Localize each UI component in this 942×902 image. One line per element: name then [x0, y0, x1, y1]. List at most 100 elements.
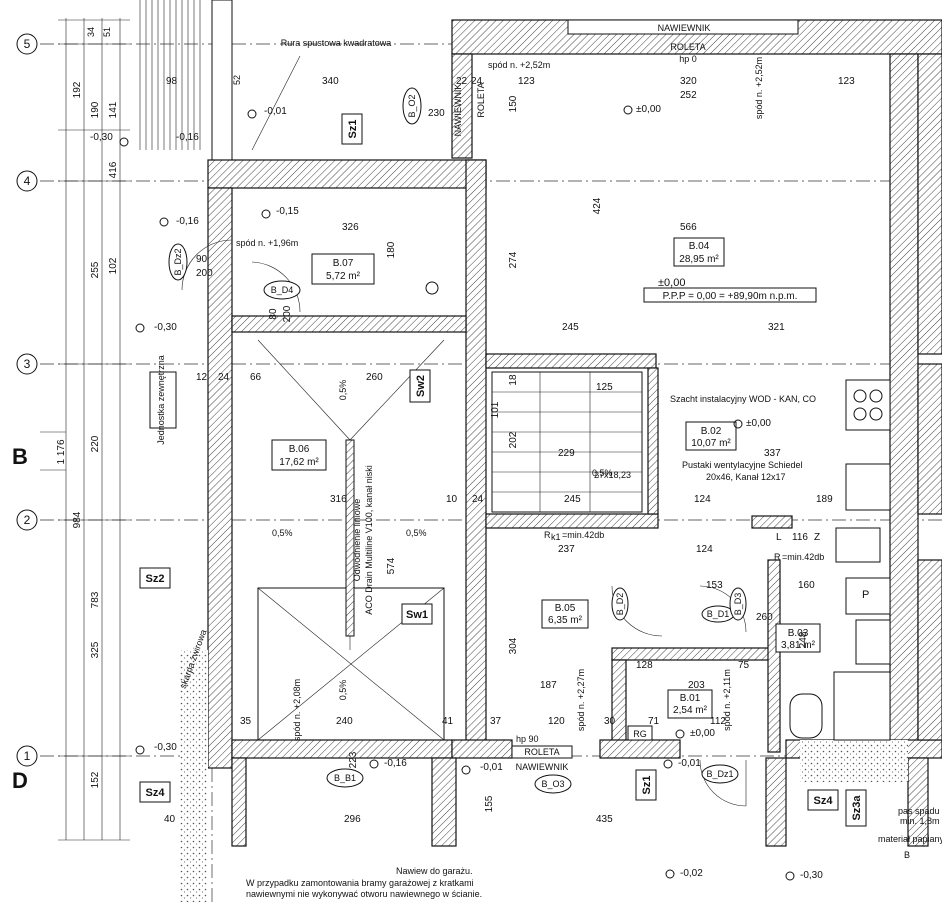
svg-text:180: 180 [386, 241, 397, 258]
svg-text:24: 24 [471, 76, 483, 87]
svg-text:10: 10 [446, 494, 458, 505]
svg-text:±0,00: ±0,00 [746, 418, 771, 429]
axis-1: 1 [24, 749, 31, 763]
svg-text:-0,01: -0,01 [678, 758, 701, 769]
svg-text:223: 223 [348, 751, 359, 768]
svg-text:326: 326 [342, 222, 359, 233]
dim-984: 984 [72, 511, 83, 528]
svg-text:-0,16: -0,16 [176, 216, 199, 227]
svg-text:160: 160 [798, 580, 815, 591]
svg-text:37: 37 [490, 716, 502, 727]
svg-text:18: 18 [508, 374, 519, 386]
left-dimensions: 1 176 984 192 255 220 783 152 190 141 41… [40, 18, 242, 841]
dim-52: 52 [232, 75, 242, 85]
axis-4: 4 [24, 174, 31, 188]
svg-text:spód n. +2,08m: spód n. +2,08m [292, 679, 302, 741]
svg-text:-0,30: -0,30 [90, 132, 113, 143]
dim-783: 783 [90, 591, 101, 608]
label-roleta-top: ROLETA [670, 42, 705, 52]
walls [207, 19, 942, 847]
dim-325: 325 [90, 641, 101, 658]
axis-bubbles: 5 4 3 2 1 B D [12, 33, 38, 793]
svg-text:153: 153 [706, 580, 723, 591]
svg-text:120: 120 [548, 716, 565, 727]
label-odwodnienie: Odwodnienie liniowe [352, 499, 362, 582]
svg-text:248: 248 [798, 631, 809, 648]
gravel-area-right [800, 740, 908, 782]
svg-text:24: 24 [218, 372, 230, 383]
top-left-hatching [139, 0, 233, 161]
svg-text:35: 35 [240, 716, 252, 727]
label-nawiewnik-top: NAWIEWNIK [658, 23, 711, 33]
svg-text:435: 435 [596, 814, 613, 825]
svg-text:±0,00: ±0,00 [636, 104, 661, 115]
label-rk-sub: k1 [551, 532, 561, 542]
svg-text:123: 123 [838, 76, 855, 87]
svg-text:6,35 m²: 6,35 m² [548, 615, 583, 626]
svg-text:230: 230 [428, 108, 445, 119]
levels: -0,01 -0,16 -0,30 -0,16 -0,15 -0,30 -0,3… [90, 104, 823, 881]
tag-sw1: Sw1 [406, 609, 428, 621]
tag-b-d4: B_D4 [271, 285, 294, 295]
section-B: B [12, 444, 28, 469]
svg-text:98: 98 [166, 76, 178, 87]
room-B01: B.01 2,54 m² [667, 689, 713, 719]
svg-text:424: 424 [592, 197, 603, 214]
svg-text:320: 320 [680, 76, 697, 87]
label-nawiewnik-bot: NAWIEWNIK [516, 762, 569, 772]
svg-text:202: 202 [508, 431, 519, 448]
room-B04: B.04 28,95 m² [673, 237, 725, 267]
svg-text:B.07: B.07 [333, 258, 354, 269]
svg-text:±0,00: ±0,00 [690, 728, 715, 739]
axis-5: 5 [24, 37, 31, 51]
label-tag-B: B [904, 850, 910, 860]
svg-text:90: 90 [196, 254, 208, 265]
svg-text:-0,16: -0,16 [176, 132, 199, 143]
dim-152: 152 [90, 771, 101, 788]
svg-text:574: 574 [386, 557, 397, 574]
svg-text:B.04: B.04 [689, 241, 710, 252]
svg-text:0,5%: 0,5% [592, 468, 613, 478]
svg-text:41: 41 [442, 716, 454, 727]
svg-text:245: 245 [564, 494, 581, 505]
label-nawiew-garaz2: W przypadku zamontowania bramy garażowej… [246, 878, 474, 888]
staircase [491, 371, 643, 513]
label-rk2-val: =min.42db [782, 552, 824, 562]
svg-text:-0,30: -0,30 [154, 322, 177, 333]
tag-b-o3: B_O3 [541, 779, 564, 789]
tag-sw2: Sw2 [415, 375, 427, 397]
svg-text:237: 237 [558, 544, 575, 555]
label-pas2: min. 1,8m [900, 816, 940, 826]
dim-1176: 1 176 [56, 439, 67, 464]
svg-text:124: 124 [696, 544, 713, 555]
section-D: D [12, 768, 28, 793]
label-pustaki: Pustaki wentylacyjne Schiedel [682, 460, 803, 470]
svg-text:71: 71 [648, 716, 660, 727]
label-p: P [862, 589, 869, 601]
label-ppp: P.P.P = 0,00 = +89,90m n.p.m. [663, 291, 798, 302]
svg-text:0,5%: 0,5% [338, 380, 348, 401]
element-tags: B_O2 B_O3 B_B1 B_D4 B_Dz2 B_Dz1 B_D1 B_D… [168, 87, 747, 794]
dim-102: 102 [108, 257, 119, 274]
svg-text:337: 337 [764, 448, 781, 459]
label-nawiewnik-v: NAWIEWNIK [453, 84, 463, 137]
svg-text:200: 200 [282, 305, 293, 322]
rooms: B.07 5,72 m² B.04 28,95 m² B.06 17,62 m²… [271, 237, 821, 719]
dim-192: 192 [72, 81, 83, 98]
svg-text:240: 240 [336, 716, 353, 727]
svg-text:101: 101 [490, 401, 501, 418]
section-tags: Sz1 Sz2 Sz4 Sz1 Sz4 Sz3a Sw1 Sw2 [139, 113, 867, 827]
label-rk-val: =min.42db [562, 530, 604, 540]
room-B02: B.02 10,07 m² [685, 421, 737, 451]
svg-text:340: 340 [322, 76, 339, 87]
svg-text:229: 229 [558, 448, 575, 459]
svg-text:-0,02: -0,02 [680, 868, 703, 879]
svg-text:-0,16: -0,16 [384, 758, 407, 769]
svg-text:260: 260 [756, 612, 773, 623]
label-pas3: materiał papiany [878, 834, 942, 844]
svg-text:-0,15: -0,15 [276, 206, 299, 217]
svg-text:123: 123 [518, 76, 535, 87]
label-aco: ACO Drain Multiline V100, kanał niski [364, 465, 374, 615]
svg-text:189: 189 [816, 494, 833, 505]
